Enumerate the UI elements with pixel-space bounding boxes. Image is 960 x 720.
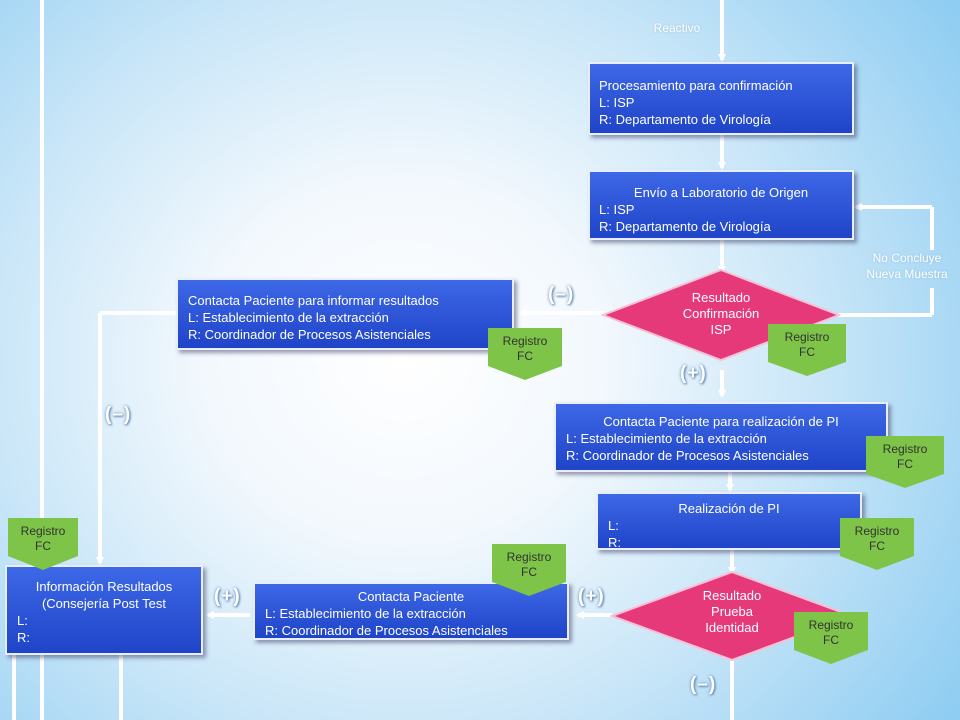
- diamond-text: Resultado Confirmación ISP: [601, 290, 841, 338]
- tag-line: FC: [799, 345, 815, 359]
- box-line-lugar: L:: [17, 613, 28, 628]
- tag-line: Registro: [20, 524, 66, 538]
- box-line-subtitle: (Consejería Post Test: [41, 596, 167, 611]
- negative-sign-identidad: (–): [690, 674, 717, 695]
- box-line-lugar: L: Establecimiento de la extracción: [188, 310, 389, 325]
- box-line-responsable: R:: [17, 630, 30, 645]
- box-line-responsable: R:: [608, 535, 621, 550]
- diamond-text: Resultado Prueba Identidad: [610, 588, 854, 636]
- box-line-responsable: R: Coordinador de Procesos Asistenciales: [265, 623, 508, 638]
- box-line-lugar: L: ISP: [599, 95, 635, 110]
- box-line-responsable: R: Departamento de Virología: [599, 112, 771, 127]
- box-line-responsable: R: Coordinador de Procesos Asistenciales: [188, 327, 431, 342]
- box-line-title: Procesamiento para confirmación: [599, 78, 793, 93]
- box-line-lugar: L: Establecimiento de la extracción: [566, 431, 767, 446]
- diamond-line: Resultado: [691, 290, 751, 305]
- box-line-title: Realización de PI: [678, 501, 780, 516]
- tag-shape: [492, 544, 566, 596]
- diamond-line: Identidad: [705, 620, 759, 635]
- contacta-pi-box: Contacta Paciente para realización de PI…: [554, 402, 888, 472]
- tag-line: FC: [35, 539, 51, 553]
- box-line-responsable: R: Departamento de Virología: [599, 219, 771, 234]
- tag-line: FC: [823, 633, 839, 647]
- positive-sign-identidad: (+): [578, 586, 605, 607]
- box-line-title: Envío a Laboratorio de Origen: [633, 185, 809, 200]
- box-line-lugar: L: Establecimiento de la extracción: [265, 606, 466, 621]
- box-line-lugar: L: ISP: [599, 202, 635, 217]
- tag-line: Registro: [784, 330, 830, 344]
- diamond-line: Prueba: [711, 604, 753, 619]
- no-concluye-label: No Concluye Nueva Muestra: [852, 250, 960, 282]
- tag-line: Registro: [882, 442, 928, 456]
- negative-sign-left: (–): [105, 404, 132, 425]
- box-line-title: Contacta Paciente para informar resultad…: [188, 293, 439, 308]
- negative-sign-confirmacion: (–): [548, 284, 575, 305]
- box-line-title: Información Resultados: [35, 579, 173, 594]
- tag-line: FC: [869, 539, 885, 553]
- box-line-title: Contacta Paciente para realización de PI: [603, 414, 839, 429]
- decision-identidad: Resultado Prueba Identidad: [610, 570, 854, 662]
- tag-line: Registro: [502, 334, 548, 348]
- tag-line: FC: [897, 457, 913, 471]
- contacta-informar-box: Contacta Paciente para informar resultad…: [176, 278, 514, 350]
- reactivo-label: Reactivo: [653, 21, 701, 35]
- box-line-title: Contacta Paciente: [357, 589, 465, 604]
- contacta-paciente-box: Contacta Paciente L: Establecimiento de …: [253, 582, 569, 640]
- diamond-line: Resultado: [702, 588, 762, 603]
- tag-line: Registro: [808, 618, 854, 632]
- box-line-responsable: R: Coordinador de Procesos Asistenciales: [566, 448, 809, 463]
- diamond-line: ISP: [710, 322, 732, 337]
- no-concluye-line: No Concluye: [872, 251, 942, 265]
- tag-line: FC: [521, 565, 537, 579]
- envio-box: Envío a Laboratorio de Origen L: ISP R: …: [588, 170, 854, 240]
- positive-sign-confirmacion: (+): [680, 363, 707, 384]
- tag-shape: [840, 518, 914, 570]
- box-line-lugar: L:: [608, 518, 619, 533]
- realizacion-pi-box: Realización de PI L: R:: [596, 492, 862, 550]
- positive-sign-contacta: (+): [214, 586, 241, 607]
- tag-line: Registro: [854, 524, 900, 538]
- informacion-resultados-box: Información Resultados (Consejería Post …: [5, 565, 203, 655]
- diamond-shape: [610, 570, 854, 662]
- tag-line: Registro: [506, 550, 552, 564]
- tag-shape: [866, 436, 944, 488]
- tag-shape: [488, 328, 562, 380]
- nueva-muestra-line: Nueva Muestra: [866, 267, 948, 281]
- tag-shape: [794, 612, 868, 664]
- tag-shape: [768, 324, 846, 376]
- diamond-line: Confirmación: [682, 306, 760, 321]
- tag-shape: [8, 518, 78, 570]
- tag-line: FC: [517, 349, 533, 363]
- procesamiento-box: Procesamiento para confirmación L: ISP R…: [588, 62, 854, 135]
